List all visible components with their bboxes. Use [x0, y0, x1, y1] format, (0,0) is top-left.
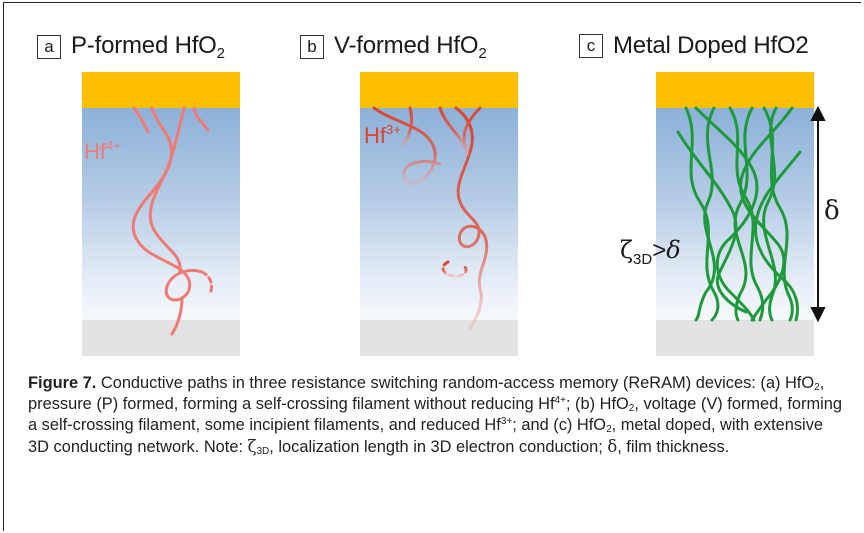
filament-b — [372, 106, 489, 330]
frame-left-border — [3, 2, 4, 531]
panel-a-header: a P-formed HfO2 — [37, 32, 225, 62]
oxide-layer-b — [360, 108, 518, 320]
panel-c-header: c Metal Doped HfO2 — [579, 32, 809, 60]
top-electrode-b — [360, 72, 518, 108]
device-a: Hf4+ — [82, 72, 240, 356]
bottom-layer-a — [82, 320, 240, 356]
ion-label-b: Hf3+ — [364, 122, 401, 148]
localization-length-annotation: ζ3D>δ — [620, 236, 681, 268]
bottom-layer-b — [360, 320, 518, 356]
panel-b-header: b V-formed HfO2 — [300, 32, 487, 62]
panel-c-letter: c — [579, 34, 603, 58]
panel-b-letter: b — [300, 35, 324, 59]
caption-label: Figure 7. — [28, 374, 97, 392]
panel-b-title: V-formed HfO2 — [334, 32, 487, 62]
top-electrode-c — [656, 72, 814, 108]
filament-a — [131, 106, 214, 336]
frame-top-border — [3, 2, 861, 3]
figure-caption: Figure 7. Conductive paths in three resi… — [28, 374, 843, 457]
panel-a-letter: a — [37, 35, 61, 59]
ion-label-a: Hf4+ — [84, 138, 121, 164]
film-thickness-symbol: δ — [824, 196, 840, 226]
top-electrode-a — [82, 72, 240, 108]
oxide-layer-a — [82, 108, 240, 320]
panel-c-title: Metal Doped HfO2 — [613, 32, 809, 59]
panel-a-title: P-formed HfO2 — [71, 32, 225, 62]
device-c — [656, 72, 826, 356]
bottom-layer-c — [656, 320, 814, 356]
device-b: Hf3+ — [360, 72, 518, 356]
filament-network-c — [676, 105, 826, 323]
